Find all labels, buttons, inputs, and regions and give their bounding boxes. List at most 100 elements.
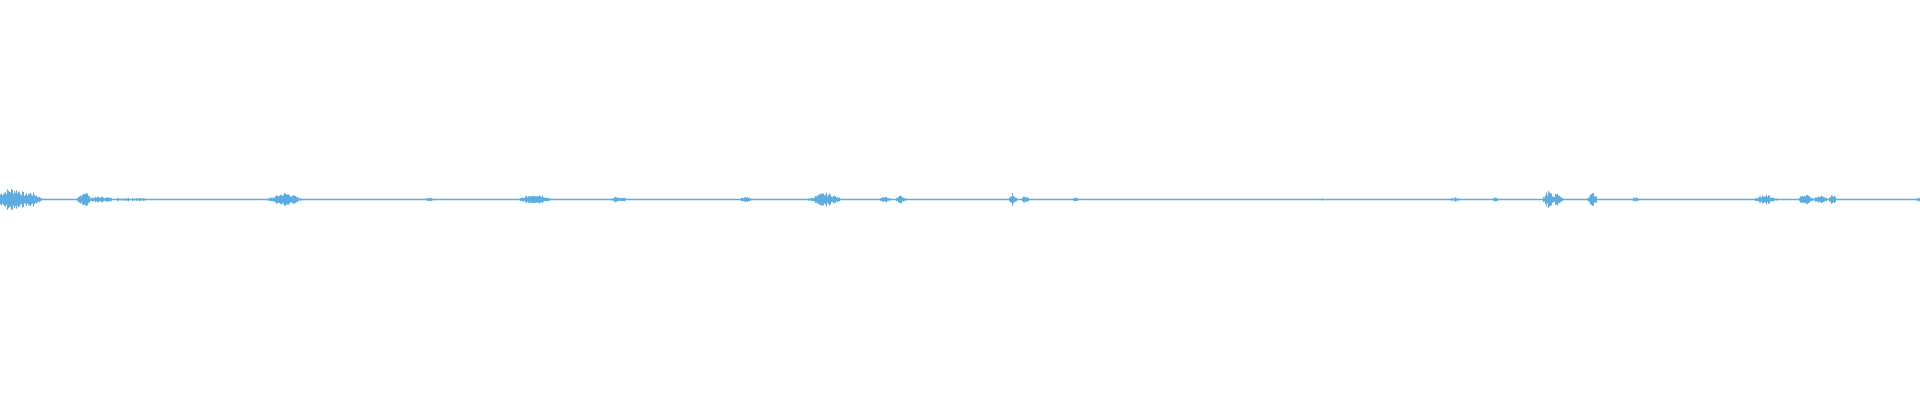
waveform-sample — [1767, 196, 1768, 202]
waveform-sample — [1822, 196, 1823, 203]
waveform-sample — [834, 195, 835, 204]
waveform-sample — [126, 198, 127, 201]
waveform-sample — [1459, 198, 1460, 201]
waveform-sample — [1455, 197, 1456, 202]
waveform-sample — [833, 195, 834, 204]
waveform-sample — [105, 198, 106, 201]
waveform-sample — [1027, 197, 1028, 202]
waveform-sample — [292, 196, 293, 203]
waveform-sample — [1831, 195, 1832, 204]
waveform-sample — [87, 193, 88, 206]
waveform-sample — [620, 198, 621, 201]
waveform-sample — [1556, 194, 1557, 205]
waveform-sample — [39, 196, 40, 203]
waveform-sample — [901, 196, 902, 203]
waveform-sample — [1009, 197, 1010, 202]
waveform-sample — [268, 198, 269, 201]
waveform-sample — [1808, 195, 1809, 203]
waveform-sample — [1801, 196, 1802, 203]
waveform-sample — [98, 197, 99, 202]
waveform-sample — [1773, 197, 1774, 202]
waveform-sample — [16, 190, 17, 209]
waveform-sample — [1823, 197, 1824, 202]
waveform-sample — [286, 194, 287, 205]
waveform-sample — [7, 189, 8, 210]
waveform-sample — [270, 197, 271, 201]
waveform-sample — [294, 195, 295, 204]
waveform-sample — [825, 194, 826, 205]
waveform-sample — [1, 193, 2, 206]
waveform-sample — [1812, 197, 1813, 201]
waveform-sample — [816, 196, 817, 203]
waveform-sample — [123, 198, 124, 201]
waveform-sample — [269, 198, 270, 201]
waveform-sample — [896, 197, 897, 202]
waveform-sample — [542, 195, 543, 204]
waveform-sample — [17, 193, 18, 206]
waveform-sample — [132, 197, 133, 201]
waveform-sample — [832, 197, 833, 202]
waveform-sample — [546, 198, 547, 201]
waveform-sample — [621, 198, 622, 201]
waveform-sample — [1769, 195, 1770, 204]
waveform-sample — [297, 196, 298, 203]
waveform-sample — [295, 195, 296, 204]
waveform-sample — [898, 196, 899, 203]
waveform-sample — [1814, 198, 1815, 201]
waveform-sample — [1596, 196, 1597, 203]
waveform-sample — [81, 196, 82, 203]
waveform-sample — [1816, 197, 1817, 202]
waveform-sample — [889, 198, 890, 201]
waveform-sample — [1761, 197, 1762, 202]
waveform-sample — [1757, 198, 1758, 202]
waveform-sample — [103, 197, 104, 202]
waveform-sample — [1561, 197, 1562, 201]
waveform-sample — [837, 196, 838, 203]
waveform-sample — [1587, 198, 1588, 201]
waveform-sample — [1800, 196, 1801, 203]
waveform-sample — [903, 197, 904, 202]
waveform-sample — [30, 192, 31, 206]
waveform-sample — [4, 192, 5, 206]
waveform-sample — [28, 194, 29, 205]
waveform-sample — [1594, 196, 1595, 203]
waveform-sample — [1456, 198, 1457, 201]
waveform-sample — [136, 198, 137, 201]
waveform-sample — [107, 197, 108, 202]
waveform-sample — [77, 197, 78, 202]
waveform-sample — [743, 198, 744, 201]
waveform-sample — [296, 197, 297, 202]
waveform-sample — [143, 198, 144, 201]
waveform-sample — [84, 194, 85, 205]
waveform-sample — [2, 195, 3, 204]
waveform-sample — [140, 198, 141, 201]
waveform-sample — [1452, 198, 1453, 201]
waveform-sample — [25, 195, 26, 204]
waveform-sample — [882, 197, 883, 202]
waveform-sample — [1546, 192, 1547, 207]
waveform-sample — [886, 197, 887, 202]
waveform-sample — [883, 196, 884, 202]
waveform-sample — [1764, 196, 1765, 203]
waveform-sample — [548, 198, 549, 201]
waveform-sample — [521, 197, 522, 201]
waveform-sample — [623, 197, 624, 201]
waveform-sample — [617, 197, 618, 202]
waveform-sample — [1770, 197, 1771, 202]
waveform-sample — [818, 195, 819, 204]
waveform-sample — [1806, 195, 1807, 204]
waveform-sample — [1545, 195, 1546, 204]
waveform-sample — [1637, 198, 1638, 201]
waveform-sample — [12, 189, 13, 210]
waveform-sample — [533, 196, 534, 203]
waveform-sample — [1074, 197, 1075, 202]
waveform-sample — [741, 197, 742, 202]
waveform-sample — [1592, 193, 1593, 206]
waveform-sample — [902, 197, 903, 202]
waveform-sample — [141, 198, 142, 201]
waveform-sample — [109, 197, 110, 202]
waveform-sample — [86, 193, 87, 206]
waveform-sample — [828, 194, 829, 205]
waveform-sample — [29, 193, 30, 206]
